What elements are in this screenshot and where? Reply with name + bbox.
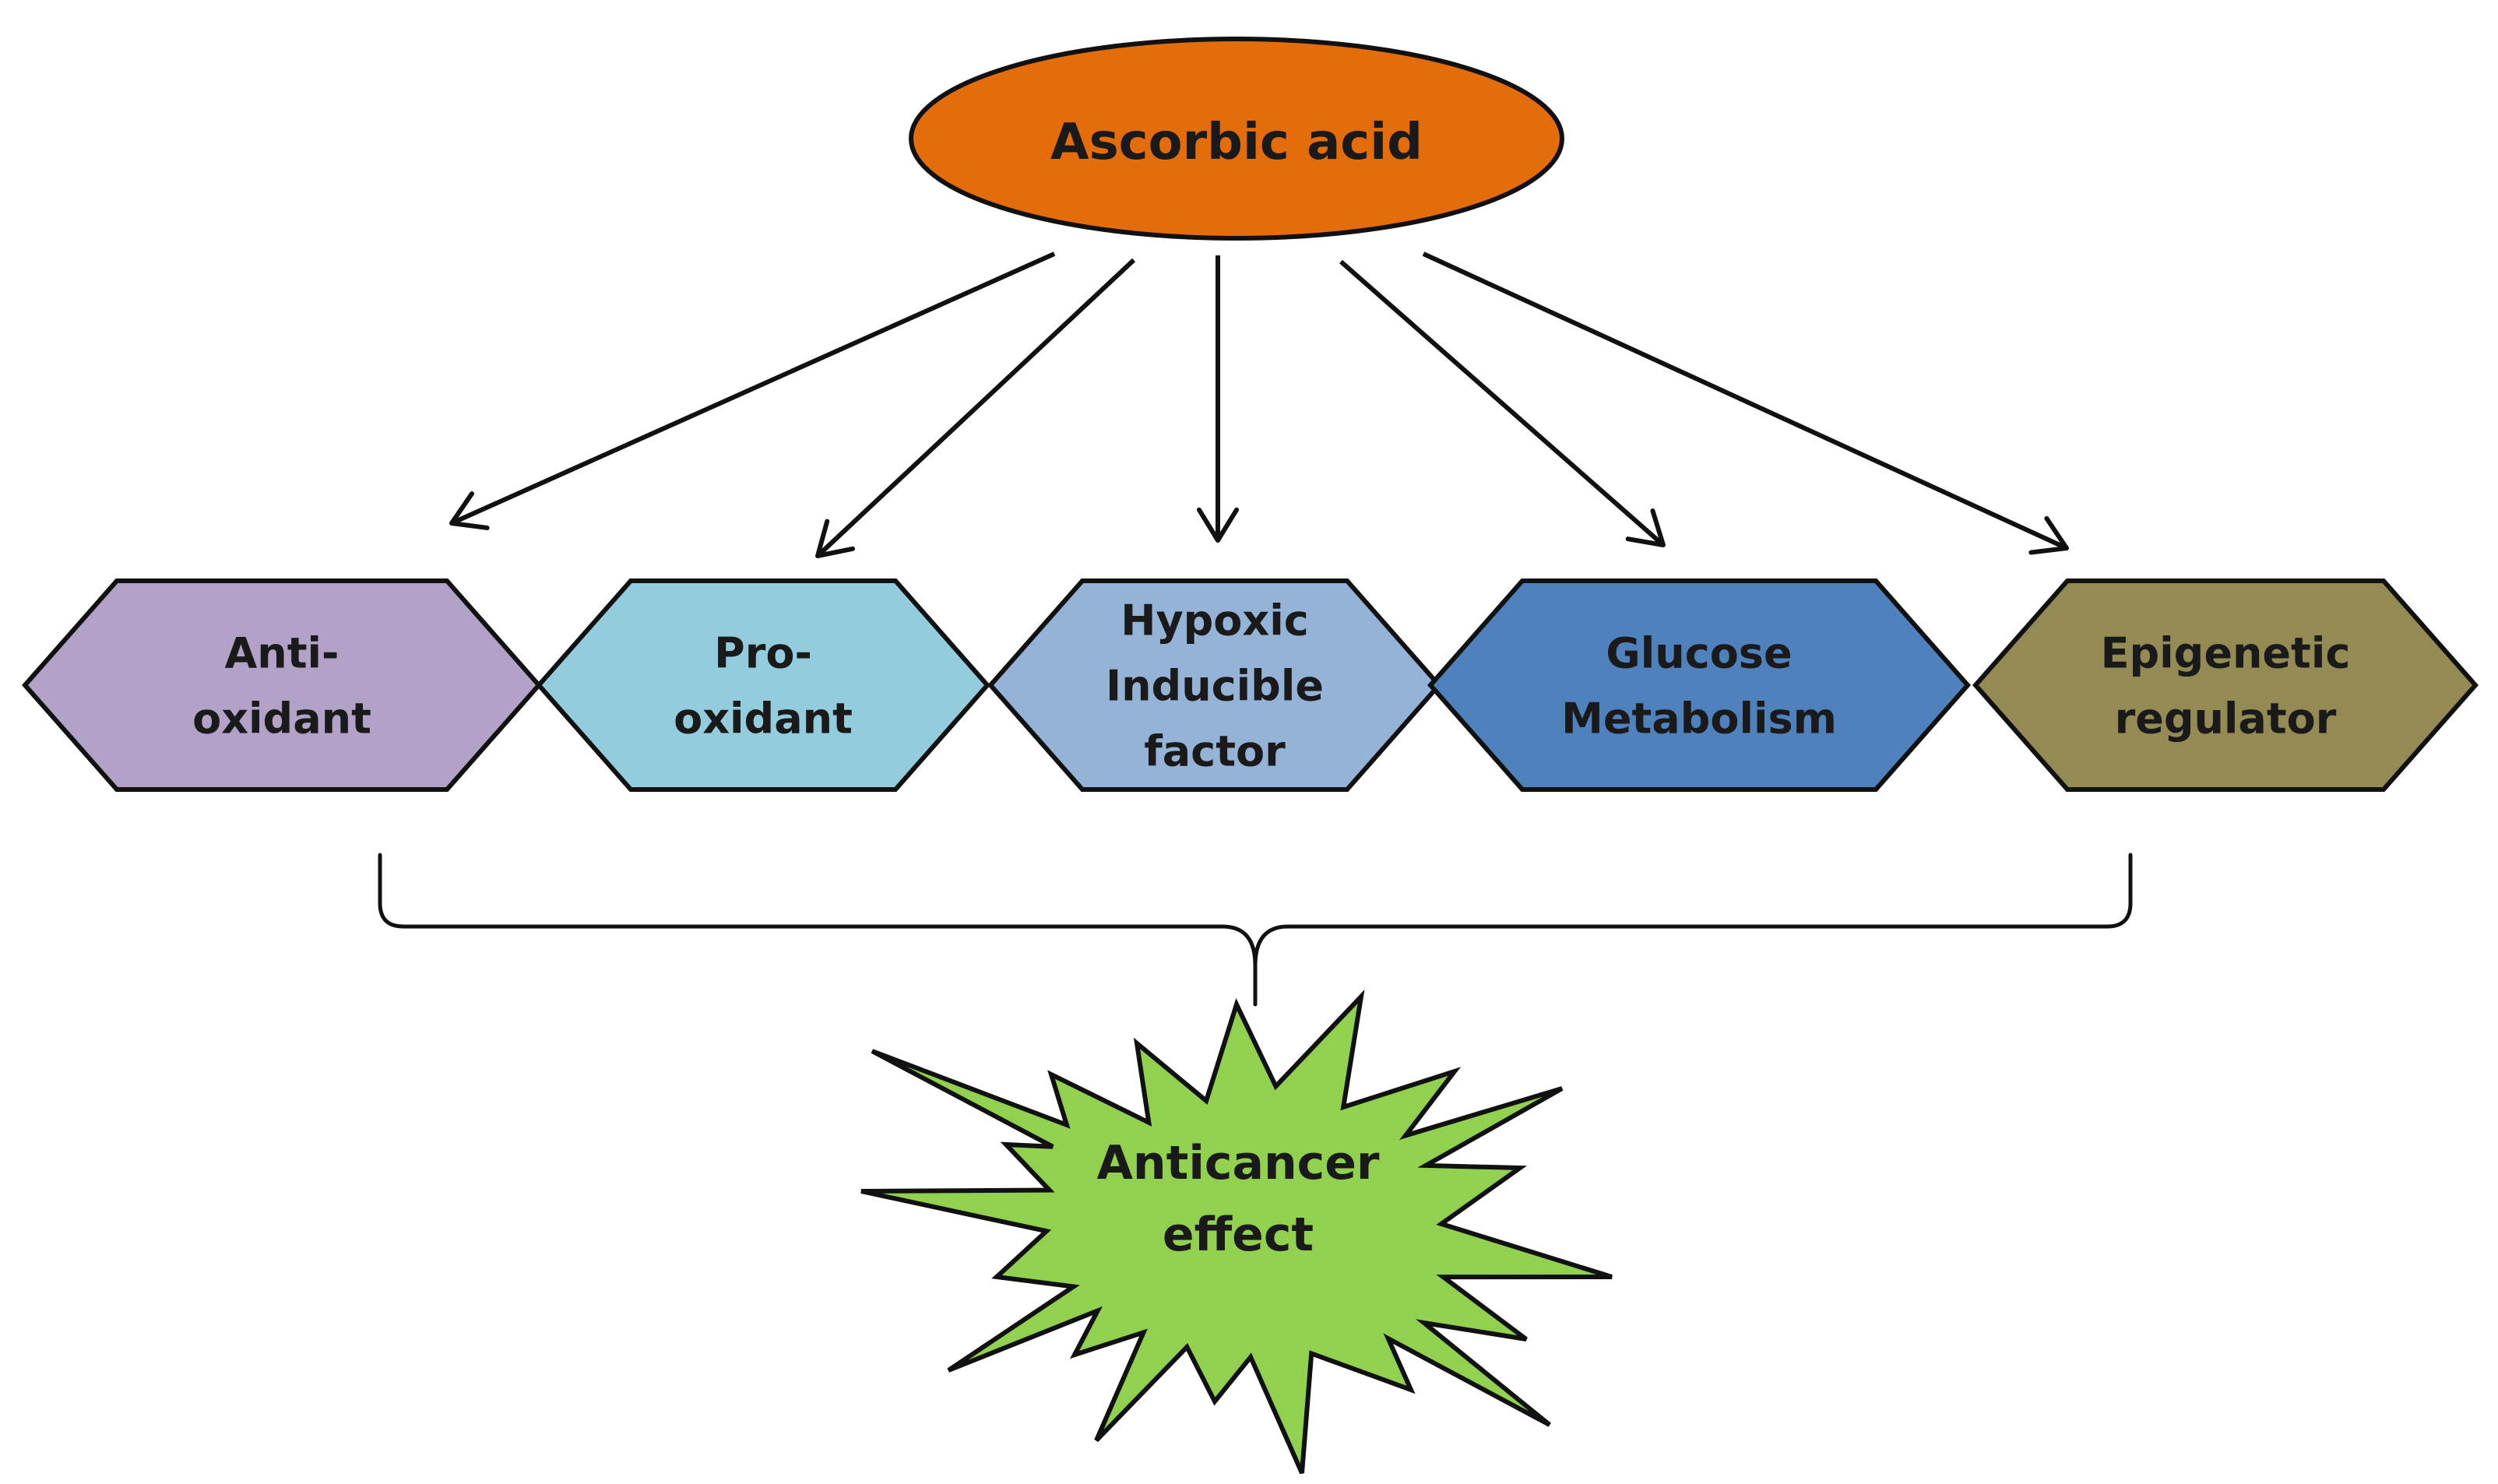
mechanism-label-line: regulator <box>2115 694 2337 743</box>
arrow-head-4 <box>1625 508 1666 547</box>
outcome-node: Anticancer effect <box>860 989 1613 1475</box>
mechanism-node-2: Pro-oxidant <box>536 578 990 792</box>
mechanisms-group: Anti-oxidantPro-oxidantHypoxicInduciblef… <box>22 578 2479 792</box>
mechanism-label-line: Glucose <box>1606 628 1792 677</box>
mechanism-hexagon <box>536 578 990 792</box>
mechanism-label-line: Pro- <box>714 628 812 677</box>
source-label: Ascorbic acid <box>1050 114 1423 171</box>
outcome-starburst <box>860 989 1613 1475</box>
arrow-line-4 <box>1339 259 1665 547</box>
mechanism-label-line: Metabolism <box>1561 694 1837 743</box>
arrow-head-3 <box>1196 507 1240 543</box>
mechanism-hexagon <box>1972 578 2479 792</box>
mechanism-label-line: factor <box>1144 726 1286 775</box>
source-ellipse <box>909 37 1564 241</box>
mechanism-label-line: oxidant <box>674 694 853 743</box>
source-node: Ascorbic acid <box>909 37 1564 241</box>
outcome-label-line: effect <box>1163 1208 1314 1262</box>
arrow-line-1 <box>450 251 1056 526</box>
arrow-line-5 <box>1422 251 2068 550</box>
mechanism-label-line: Epigenetic <box>2101 628 2351 677</box>
mechanism-label-line: Hypoxic <box>1121 596 1309 645</box>
arrow-head-2 <box>815 519 856 558</box>
mechanism-label-line: Inducible <box>1106 661 1324 710</box>
arrows-group <box>449 251 2069 558</box>
mechanism-label-line: Anti- <box>225 628 340 677</box>
arrow-head-1 <box>449 491 490 530</box>
mechanism-hexagon <box>22 578 542 792</box>
outcome-label-line: Anticancer <box>1096 1136 1379 1190</box>
arrow-line-2 <box>815 258 1136 558</box>
mechanism-node-1: Anti-oxidant <box>22 578 542 792</box>
mechanism-node-5: Epigenetic regulator <box>1972 578 2479 792</box>
outcome-label: Anticancer effect <box>1096 1136 1379 1262</box>
mechanism-hexagon <box>1427 578 1971 792</box>
grouping-brace <box>378 853 2133 1007</box>
arrow-head-5 <box>2028 515 2069 555</box>
mechanism-label-line: oxidant <box>192 694 371 743</box>
